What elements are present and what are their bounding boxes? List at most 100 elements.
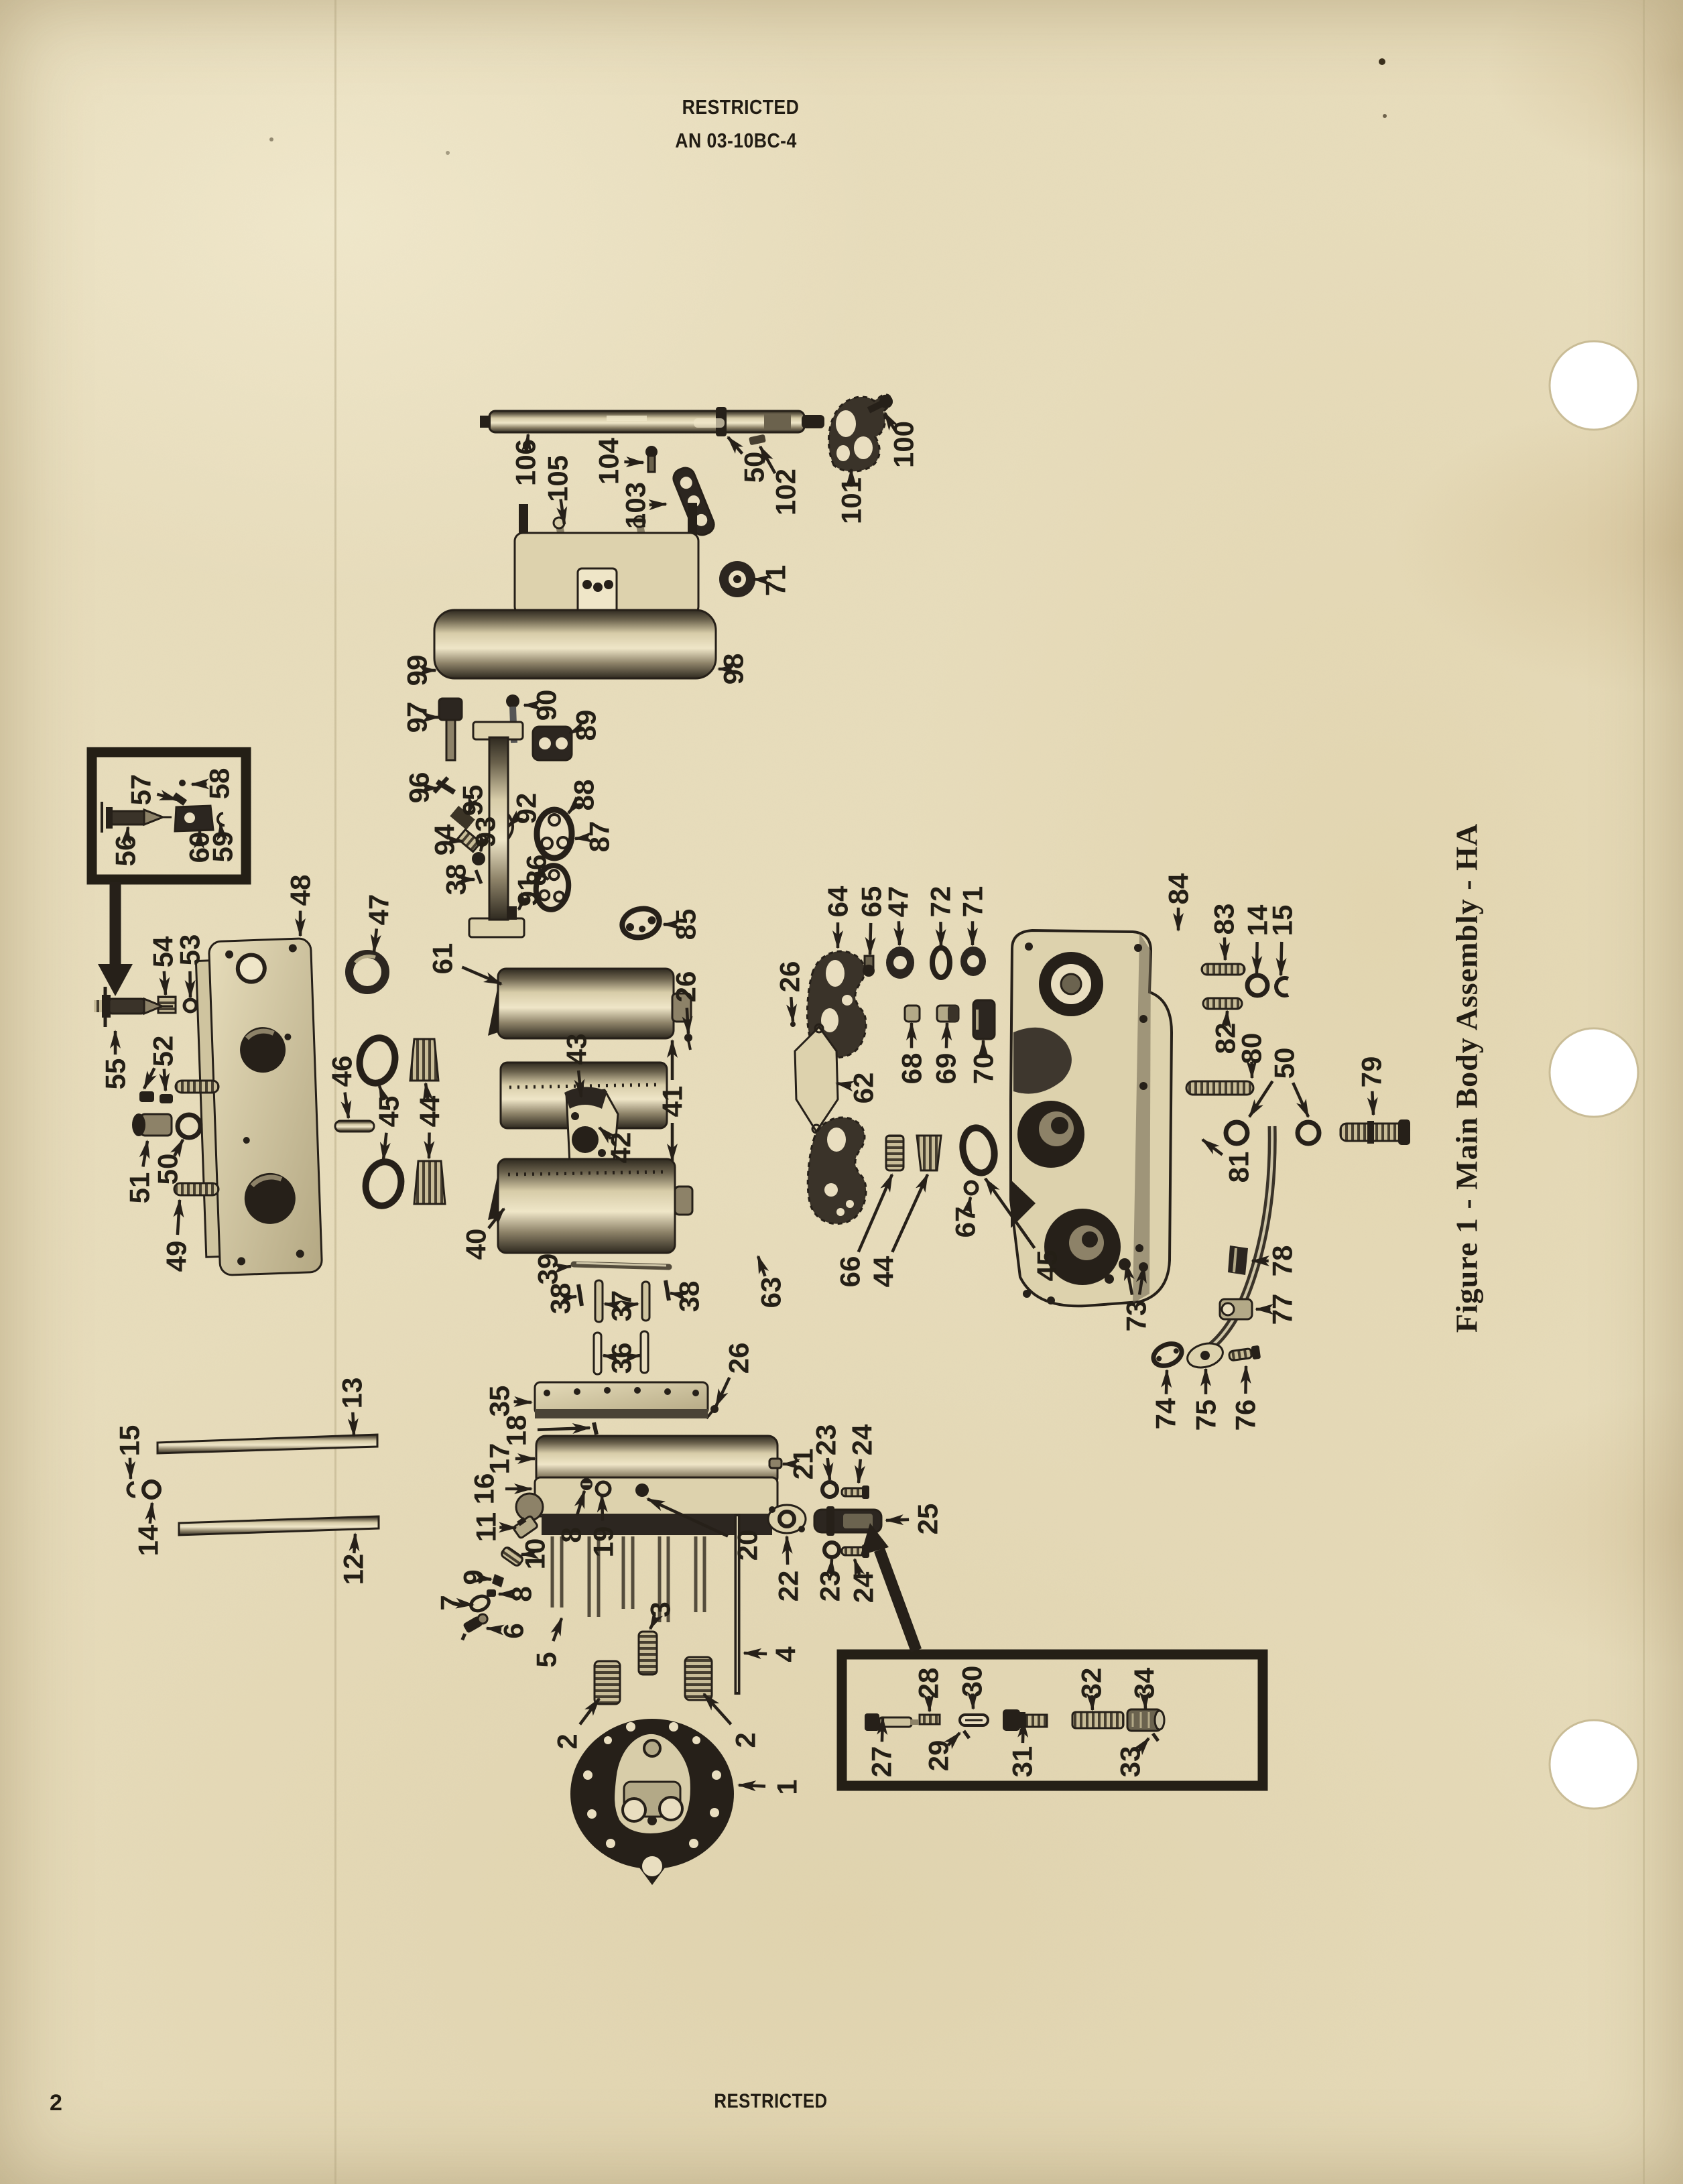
callout-88: 88 [567,780,600,814]
svg-text:47: 47 [883,886,914,918]
svg-text:96: 96 [403,772,435,804]
callout-13: 13 [336,1378,368,1437]
paper-specks [269,58,1387,155]
svg-text:5: 5 [531,1652,562,1667]
callout-50: 50 [152,1138,184,1185]
svg-text:103: 103 [620,482,651,529]
callout-26: 26 [670,971,702,1035]
svg-text:38: 38 [545,1283,576,1315]
svg-text:16: 16 [469,1473,500,1505]
callout-71: 71 [957,886,989,947]
svg-text:10: 10 [519,1538,551,1570]
svg-text:38: 38 [674,1281,705,1313]
svg-text:104: 104 [593,437,625,485]
callout-7: 7 [435,1595,475,1611]
svg-text:20: 20 [732,1530,763,1561]
svg-text:92: 92 [511,793,542,825]
svg-text:85: 85 [670,909,702,941]
part-bracket-89 [532,725,573,762]
callout-44: 44 [414,1082,446,1160]
part-stud-28 [918,1713,941,1725]
callout-98: 98 [717,654,749,684]
callout-9: 9 [458,1569,493,1585]
svg-text:105: 105 [542,455,574,502]
part-manifold [515,1435,783,1695]
part-cam-gear-63 [806,1116,867,1225]
callout-90: 90 [523,690,562,721]
callout-67: 67 [950,1196,981,1238]
callout-37: 37 [603,1290,639,1322]
callout-12: 12 [338,1532,369,1585]
svg-text:44: 44 [414,1095,446,1127]
callout-2: 2 [702,1693,761,1748]
svg-text:54: 54 [147,936,179,967]
callout-26: 26 [774,961,806,1023]
callout-53: 53 [174,934,206,999]
svg-text:14: 14 [1242,904,1273,936]
svg-text:1: 1 [771,1779,803,1795]
svg-text:11: 11 [471,1512,502,1542]
svg-text:8: 8 [506,1586,538,1601]
svg-text:27: 27 [866,1746,897,1778]
part-spring-32 [1071,1711,1125,1730]
callout-43: 43 [561,1034,593,1098]
callout-28: 28 [913,1668,944,1713]
callout-47: 47 [363,894,395,953]
svg-text:64: 64 [822,886,854,917]
part-screw-104 [645,446,658,473]
part-pin-29 [962,1730,971,1740]
callout-27: 27 [866,1716,897,1778]
callout-17: 17 [484,1443,536,1474]
svg-text:24: 24 [847,1424,878,1455]
part-bearing-71a [719,561,755,597]
svg-text:7: 7 [435,1595,466,1610]
svg-text:37: 37 [606,1290,637,1322]
svg-text:56: 56 [110,835,141,867]
svg-text:34: 34 [1129,1667,1160,1699]
callout-23: 23 [810,1424,842,1481]
part-bolt-97 [438,697,463,762]
svg-text:19: 19 [588,1526,619,1558]
callout-23: 23 [814,1558,846,1601]
part-kite-plate [790,1022,839,1134]
svg-text:70: 70 [968,1053,999,1085]
callout-5: 5 [531,1617,564,1668]
callout-103: 103 [620,482,668,529]
callout-97: 97 [401,702,440,733]
svg-text:67: 67 [950,1207,981,1238]
callout-15: 15 [114,1425,145,1480]
callout-96: 96 [403,772,439,804]
callout-75: 75 [1190,1368,1222,1431]
part-long-rods [126,1433,380,1536]
svg-text:58: 58 [204,768,235,800]
callout-34: 34 [1129,1667,1160,1710]
svg-text:9: 9 [458,1569,489,1585]
part-pins-cluster [576,1279,719,1420]
callout-8: 8 [556,1490,587,1543]
svg-text:23: 23 [810,1424,842,1456]
svg-text:91: 91 [512,875,544,907]
callout-70: 70 [968,1039,999,1085]
svg-text:60: 60 [184,832,215,863]
callout-3: 3 [645,1601,676,1630]
svg-text:41: 41 [657,1086,688,1117]
svg-text:88: 88 [568,780,600,811]
callout-100: 100 [883,412,920,468]
svg-text:25: 25 [912,1504,944,1535]
svg-text:59: 59 [207,831,239,863]
svg-text:4: 4 [770,1646,802,1662]
callout-14: 14 [133,1502,164,1556]
part-plate-35 [534,1381,709,1435]
page-number: 2 [50,2090,62,2116]
callout-64: 64 [822,886,854,949]
callout-24: 24 [848,1558,879,1603]
part-injector-55 [94,987,173,1027]
svg-text:74: 74 [1150,1398,1182,1429]
callout-69: 69 [930,1022,962,1084]
svg-text:53: 53 [174,934,206,966]
callout-92: 92 [507,793,542,828]
svg-text:61: 61 [427,943,458,975]
svg-text:95: 95 [457,785,489,816]
